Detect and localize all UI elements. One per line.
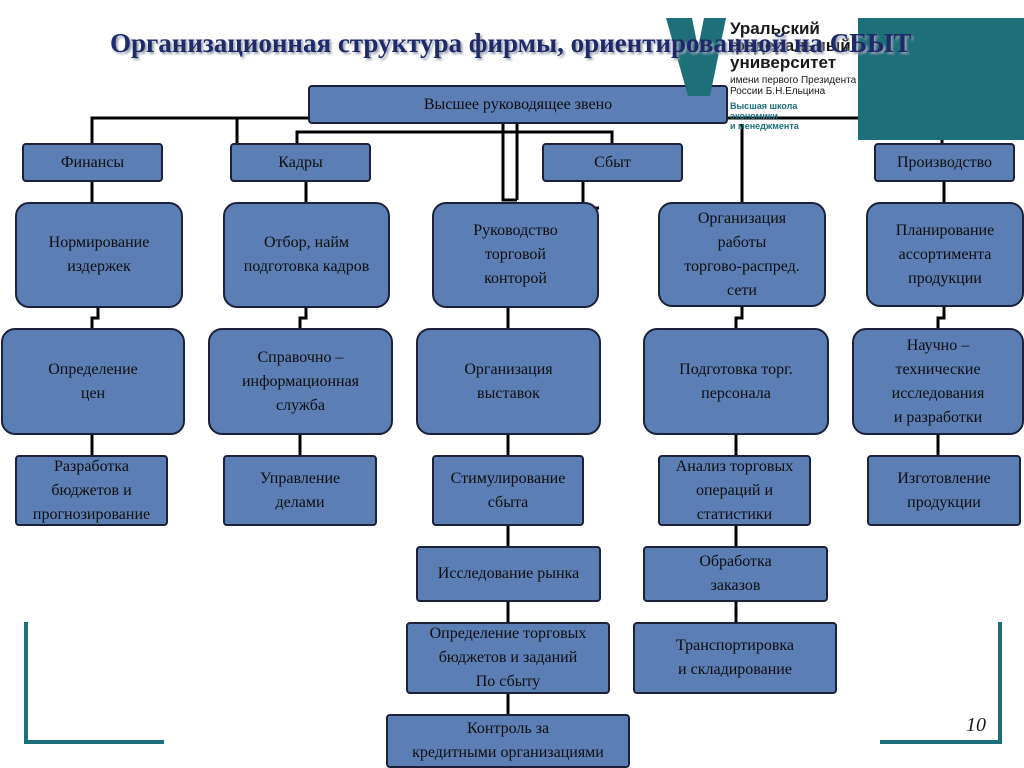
node-price-def: Определение цен: [1, 328, 185, 435]
logo-line-6: Высшая школа: [730, 101, 798, 111]
logo-line-5: России Б.Н.Ельцина: [730, 86, 826, 97]
node-research: Научно – технические исследования и разр…: [852, 328, 1024, 435]
node-office-mgmt: Управление делами: [223, 455, 377, 526]
university-logo: Уральский федеральный университет имени …: [666, 18, 1024, 146]
node-transport: Транспортировка и складирование: [633, 622, 837, 694]
frame-right-horizontal: [880, 740, 1002, 744]
node-personnel: Кадры: [230, 143, 371, 182]
node-production: Производство: [874, 143, 1015, 182]
slide-title: Организационная структура фирмы, ориенти…: [110, 28, 912, 58]
node-order-processing: Обработка заказов: [643, 546, 828, 602]
frame-right-vertical: [998, 622, 1002, 744]
connector-production-2: [936, 307, 946, 328]
node-top-management: Высшее руководящее звено: [308, 85, 728, 124]
node-trade-office: Руководство торговой конторой: [432, 202, 599, 308]
node-manufacturing: Изготовление продукции: [867, 455, 1021, 526]
node-finance: Финансы: [22, 143, 163, 182]
connector-top-left: [90, 116, 308, 143]
node-sales-promo: Стимулирование сбыта: [432, 455, 584, 526]
connector-network-2: [734, 307, 744, 328]
logo-line-7: экономики: [730, 111, 778, 121]
node-network-org: Организация работы торгово-распред. сети: [658, 202, 826, 307]
logo-text: Уральский федеральный университет имени …: [730, 20, 856, 131]
connector-sales-bar: [295, 130, 614, 143]
node-recruiting: Отбор, найм подготовка кадров: [223, 202, 390, 308]
logo-line-2: федеральный: [730, 36, 851, 55]
node-cost-norm: Нормирование издержек: [15, 202, 183, 308]
connector-personnel-2: [298, 308, 308, 328]
node-trade-analysis: Анализ торговых операций и статистики: [658, 455, 811, 526]
connector-finance-2: [90, 308, 100, 328]
node-sales: Сбыт: [542, 143, 683, 182]
connector-trunk-to-trade: [501, 124, 517, 202]
node-staff-training: Подготовка торг. персонала: [643, 328, 829, 435]
logo-line-8: и менеджмента: [730, 121, 799, 131]
node-exhibitions: Организация выставок: [416, 328, 601, 435]
logo-line-1: Уральский: [730, 19, 820, 38]
frame-left-horizontal: [24, 740, 164, 744]
page-number: 10: [966, 714, 986, 736]
node-assortment: Планирование ассортимента продукции: [866, 202, 1024, 307]
logo-brand-block: [858, 18, 1024, 140]
logo-line-4: имени первого Президента: [730, 75, 857, 86]
frame-left-vertical: [24, 622, 28, 744]
logo-mark-icon: [666, 18, 726, 96]
node-credit-control: Контроль за кредитными организациями: [386, 714, 630, 768]
node-trade-budgets: Определение торговых бюджетов и заданий …: [406, 622, 610, 694]
logo-line-3: университет: [730, 53, 837, 72]
node-budget-dev: Разработка бюджетов и прогнозирование: [15, 455, 168, 526]
node-info-service: Справочно – информационная служба: [208, 328, 393, 435]
node-market-research: Исследование рынка: [416, 546, 601, 602]
